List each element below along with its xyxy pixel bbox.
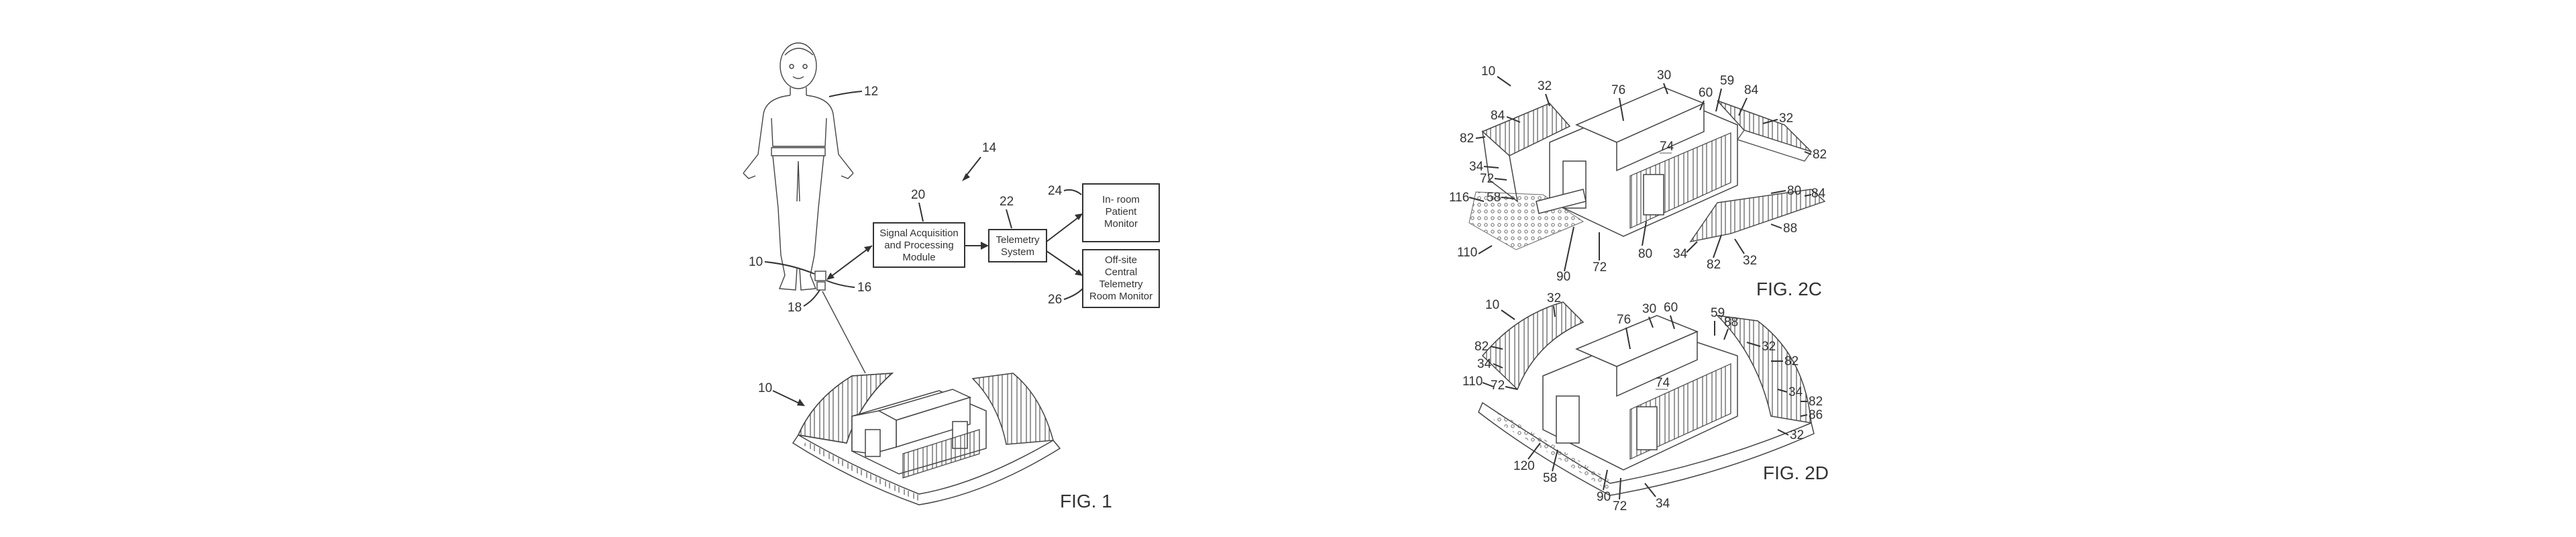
- fig2c-ref-88: 88: [1783, 222, 1797, 236]
- module-block: [873, 222, 965, 268]
- off-site-line-4: Room Monitor: [1089, 291, 1152, 302]
- fig2c-ref-32c: 32: [1743, 254, 1757, 268]
- fig2d-ref-90: 90: [1597, 490, 1611, 504]
- fig2c-ref-76: 76: [1611, 83, 1625, 97]
- fig2c-ref-72b: 72: [1593, 260, 1607, 275]
- fig2d-labels: 10 32 76 30 60 59 88 32 82 82 34 74 110: [1462, 291, 1823, 514]
- fig2c-ref-32b: 32: [1779, 111, 1793, 126]
- ref-22: 22: [1000, 195, 1014, 209]
- fig2d-title: FIG. 2D: [1763, 462, 1829, 483]
- fig2d-ref-30: 30: [1642, 302, 1656, 316]
- fig2d-ref-72a: 72: [1491, 379, 1505, 393]
- module-line-3: Module: [902, 252, 935, 263]
- fig2c-ref-116: 116: [1449, 191, 1469, 205]
- fig2d-ref-86: 86: [1809, 408, 1823, 422]
- fig2c-ref-72a: 72: [1480, 172, 1494, 186]
- ref-10-device: 10: [758, 381, 772, 395]
- fig2d-ref-82b: 82: [1784, 354, 1799, 369]
- fig2c-ref-60: 60: [1699, 86, 1713, 100]
- in-room-line-2: Patient: [1106, 206, 1138, 217]
- in-room-line-3: Monitor: [1104, 218, 1138, 230]
- ref-18: 18: [788, 301, 802, 315]
- ref-24: 24: [1048, 184, 1063, 198]
- fig2d-ref-82a: 82: [1474, 340, 1489, 354]
- fig2d-ref-88: 88: [1724, 315, 1738, 330]
- fig2c-title: FIG. 2C: [1756, 279, 1822, 299]
- fig2d-ref-34b: 34: [1788, 385, 1803, 399]
- device-illustration-fig2d: [1478, 301, 1815, 496]
- fig2c: 10 32 76 30 59 84 60 32 84 82 82 34 74: [1449, 64, 1827, 299]
- fig2d-ref-76: 76: [1617, 313, 1631, 327]
- telemetry-line-1: Telemetry: [996, 234, 1040, 246]
- fig2c-ref-84a: 84: [1744, 83, 1759, 97]
- fig1: 12 10 16 18 14 20 Signal Acquisition and…: [743, 42, 1160, 511]
- fig2c-ref-74: 74: [1660, 140, 1674, 154]
- ref-26: 26: [1048, 293, 1062, 307]
- telemetry-line-2: System: [1001, 246, 1034, 258]
- device-illustration-fig1: [792, 373, 1061, 505]
- module-line-2: and Processing: [884, 240, 953, 251]
- fig2c-ref-82c: 82: [1707, 258, 1721, 272]
- patient-figure: [743, 42, 854, 291]
- fig2c-labels: 10 32 76 30 59 84 60 32 84 82 82 34 74: [1449, 64, 1827, 284]
- fig2c-ref-80a: 80: [1787, 184, 1801, 198]
- fig2c-ref-90: 90: [1556, 270, 1570, 284]
- fig2c-ref-34a: 34: [1469, 160, 1484, 174]
- fig2c-ref-82a: 82: [1460, 132, 1474, 146]
- fig2d-ref-59: 59: [1711, 306, 1725, 320]
- fig2d-ref-120: 120: [1513, 459, 1535, 473]
- fig2c-ref-10: 10: [1481, 64, 1495, 79]
- fig2d-ref-74: 74: [1656, 376, 1670, 390]
- fig2d-ref-110: 110: [1462, 375, 1483, 389]
- off-site-line-2: Central: [1105, 266, 1137, 278]
- fig2c-ref-84c: 84: [1811, 187, 1826, 201]
- fig2c-ref-34b: 34: [1673, 247, 1688, 261]
- fig2d-ref-60: 60: [1664, 301, 1678, 315]
- module-line-1: Signal Acquisition: [879, 228, 959, 239]
- fig2d-ref-82c: 82: [1809, 395, 1823, 409]
- fig2c-ref-30: 30: [1657, 68, 1671, 83]
- fig2c-ref-32a: 32: [1538, 79, 1552, 93]
- fig2c-ref-80b: 80: [1638, 247, 1652, 261]
- fig2d-ref-32b: 32: [1762, 340, 1776, 354]
- off-site-line-3: Telemetry: [1099, 279, 1143, 290]
- fig2c-ref-58: 58: [1487, 191, 1501, 205]
- fig2c-ref-59: 59: [1720, 74, 1734, 88]
- fig2d-ref-72b: 72: [1613, 499, 1627, 514]
- fig1-title: FIG. 1: [1060, 491, 1112, 511]
- fig2c-ref-82b: 82: [1813, 148, 1827, 162]
- fig2c-ref-110: 110: [1457, 246, 1477, 260]
- device-illustration-fig2c: [1468, 87, 1826, 250]
- fig2c-ref-84b: 84: [1491, 109, 1505, 123]
- fig2d-ref-32a: 32: [1547, 291, 1561, 305]
- ref-16: 16: [857, 281, 871, 295]
- ref-20: 20: [911, 188, 925, 202]
- in-room-block: [1082, 183, 1160, 242]
- ref-12: 12: [864, 85, 878, 99]
- off-site-line-1: Off-site: [1105, 254, 1137, 266]
- fig2d-ref-10: 10: [1485, 298, 1499, 312]
- fig2d-ref-34c: 34: [1656, 497, 1670, 511]
- ref-14: 14: [982, 141, 997, 155]
- off-site-block: [1082, 249, 1160, 308]
- fig2d: 10 32 76 30 60 59 88 32 82 82 34 74 110: [1462, 291, 1829, 514]
- fig2d-ref-32c: 32: [1790, 428, 1804, 442]
- telemetry-block: [988, 229, 1047, 262]
- fig2d-ref-34a: 34: [1477, 357, 1492, 371]
- in-room-line-1: In- room: [1102, 194, 1140, 205]
- ref-10-sensor: 10: [749, 255, 763, 269]
- fig2d-ref-58: 58: [1543, 471, 1557, 485]
